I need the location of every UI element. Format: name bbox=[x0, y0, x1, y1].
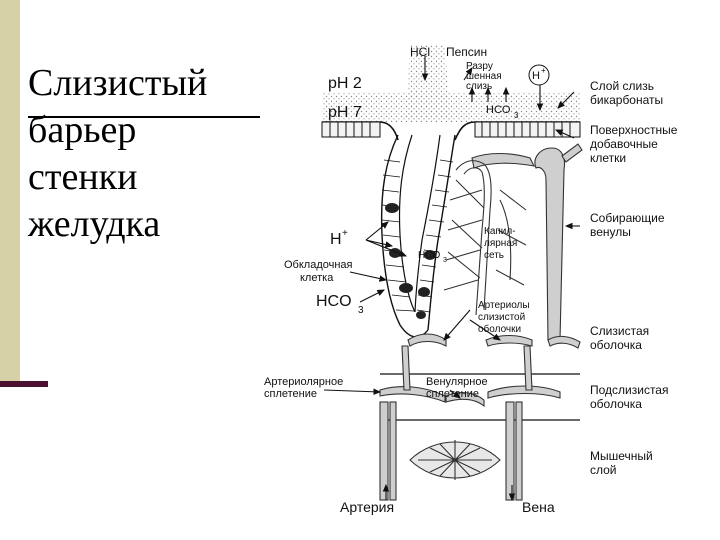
label-submucosa-1: Подслизистая bbox=[590, 383, 668, 397]
label-h-plus-top-sup: + bbox=[541, 66, 546, 75]
label-venular-plexus-1: Венулярное bbox=[426, 376, 488, 388]
label-degraded-mucus-3: слизь bbox=[466, 81, 492, 92]
label-mucosal-arterioles-1: Артериолы bbox=[478, 300, 530, 311]
label-collecting-venules-1: Собирающие bbox=[590, 211, 665, 225]
label-vein: Вена bbox=[522, 499, 555, 515]
accent-line bbox=[0, 381, 48, 387]
label-hco3-inner: HCO bbox=[418, 250, 440, 261]
label-pepsin: Пепсин bbox=[446, 45, 487, 59]
label-arteriolar-plexus-1: Артериолярное bbox=[264, 376, 343, 388]
slide-title: Слизистый барьер стенки желудка bbox=[28, 60, 207, 248]
label-hco3-top-sub: 3 bbox=[514, 111, 519, 120]
label-mucosa-1: Слизистая bbox=[590, 324, 649, 338]
label-parietal-cell-1: Обкладочная bbox=[284, 259, 353, 271]
title-line-4: желудка bbox=[28, 203, 161, 245]
label-hco3-top: HCO bbox=[486, 104, 511, 116]
muscle-layer-vessels bbox=[409, 440, 501, 480]
mucosal-barrier-figure: HCl Пепсин Разру шенная слизь H + pH 2 p… bbox=[260, 40, 698, 520]
title-line-2: барьер bbox=[28, 109, 137, 151]
label-hco3-inner-sub: 3 bbox=[443, 257, 447, 264]
label-capillary-net-1: Капил- bbox=[484, 226, 516, 237]
title-line-3: стенки bbox=[28, 156, 138, 198]
label-surface-cells-2: добавочные bbox=[590, 137, 658, 151]
label-collecting-venules-2: венулы bbox=[590, 225, 631, 239]
label-ph2: pH 2 bbox=[328, 75, 362, 92]
label-h-plus-left: H bbox=[330, 231, 342, 248]
label-mucosa-2: оболочка bbox=[590, 338, 642, 352]
label-mucosal-arterioles-3: оболочки bbox=[478, 323, 521, 335]
label-surface-cells-1: Поверхностные bbox=[590, 123, 678, 137]
label-capillary-net-2: лярная bbox=[484, 238, 517, 249]
label-mucus-layer-2: бикарбонаты bbox=[590, 93, 663, 107]
label-mucosal-arterioles-2: слизистой bbox=[478, 312, 525, 323]
title-line-1: Слизистый bbox=[28, 62, 208, 104]
label-hcl: HCl bbox=[410, 45, 430, 59]
label-parietal-cell-2: клетка bbox=[300, 272, 334, 284]
title-underline bbox=[28, 116, 262, 118]
label-muscle-layer-1: Мышечный bbox=[590, 449, 653, 463]
gastric-gland bbox=[380, 134, 456, 338]
label-h-plus-left-sup: + bbox=[342, 228, 348, 239]
annotation-arrows bbox=[323, 56, 580, 502]
collecting-venule bbox=[471, 143, 583, 341]
label-artery: Артерия bbox=[340, 499, 394, 515]
label-venular-plexus-2: сплетение bbox=[426, 388, 479, 400]
label-degraded-mucus-1: Разру bbox=[466, 61, 493, 72]
label-submucosa-2: оболочка bbox=[590, 397, 642, 411]
label-h-plus-top: H bbox=[532, 70, 540, 82]
label-capillary-net-3: сеть bbox=[484, 250, 504, 261]
mucosal-barrier-diagram: HCl Пепсин Разру шенная слизь H + pH 2 p… bbox=[260, 40, 698, 520]
capillary-net bbox=[443, 160, 527, 316]
label-hco3-left: HCO bbox=[316, 293, 352, 310]
sidebar-band bbox=[0, 0, 20, 387]
label-arteriolar-plexus-2: сплетение bbox=[264, 388, 317, 400]
artery-vein-trunks bbox=[379, 401, 523, 501]
label-mucus-layer-1: Слой слизь bbox=[590, 79, 654, 93]
label-surface-cells-3: клетки bbox=[590, 151, 626, 165]
label-ph7: pH 7 bbox=[328, 104, 362, 121]
gastric-pit-mucus bbox=[406, 45, 450, 120]
label-hco3-left-sub: 3 bbox=[358, 305, 364, 316]
h-plus-circle bbox=[528, 64, 550, 86]
label-muscle-layer-2: слой bbox=[590, 463, 617, 477]
surface-cells bbox=[321, 121, 581, 138]
label-degraded-mucus-2: шенная bbox=[466, 71, 502, 82]
